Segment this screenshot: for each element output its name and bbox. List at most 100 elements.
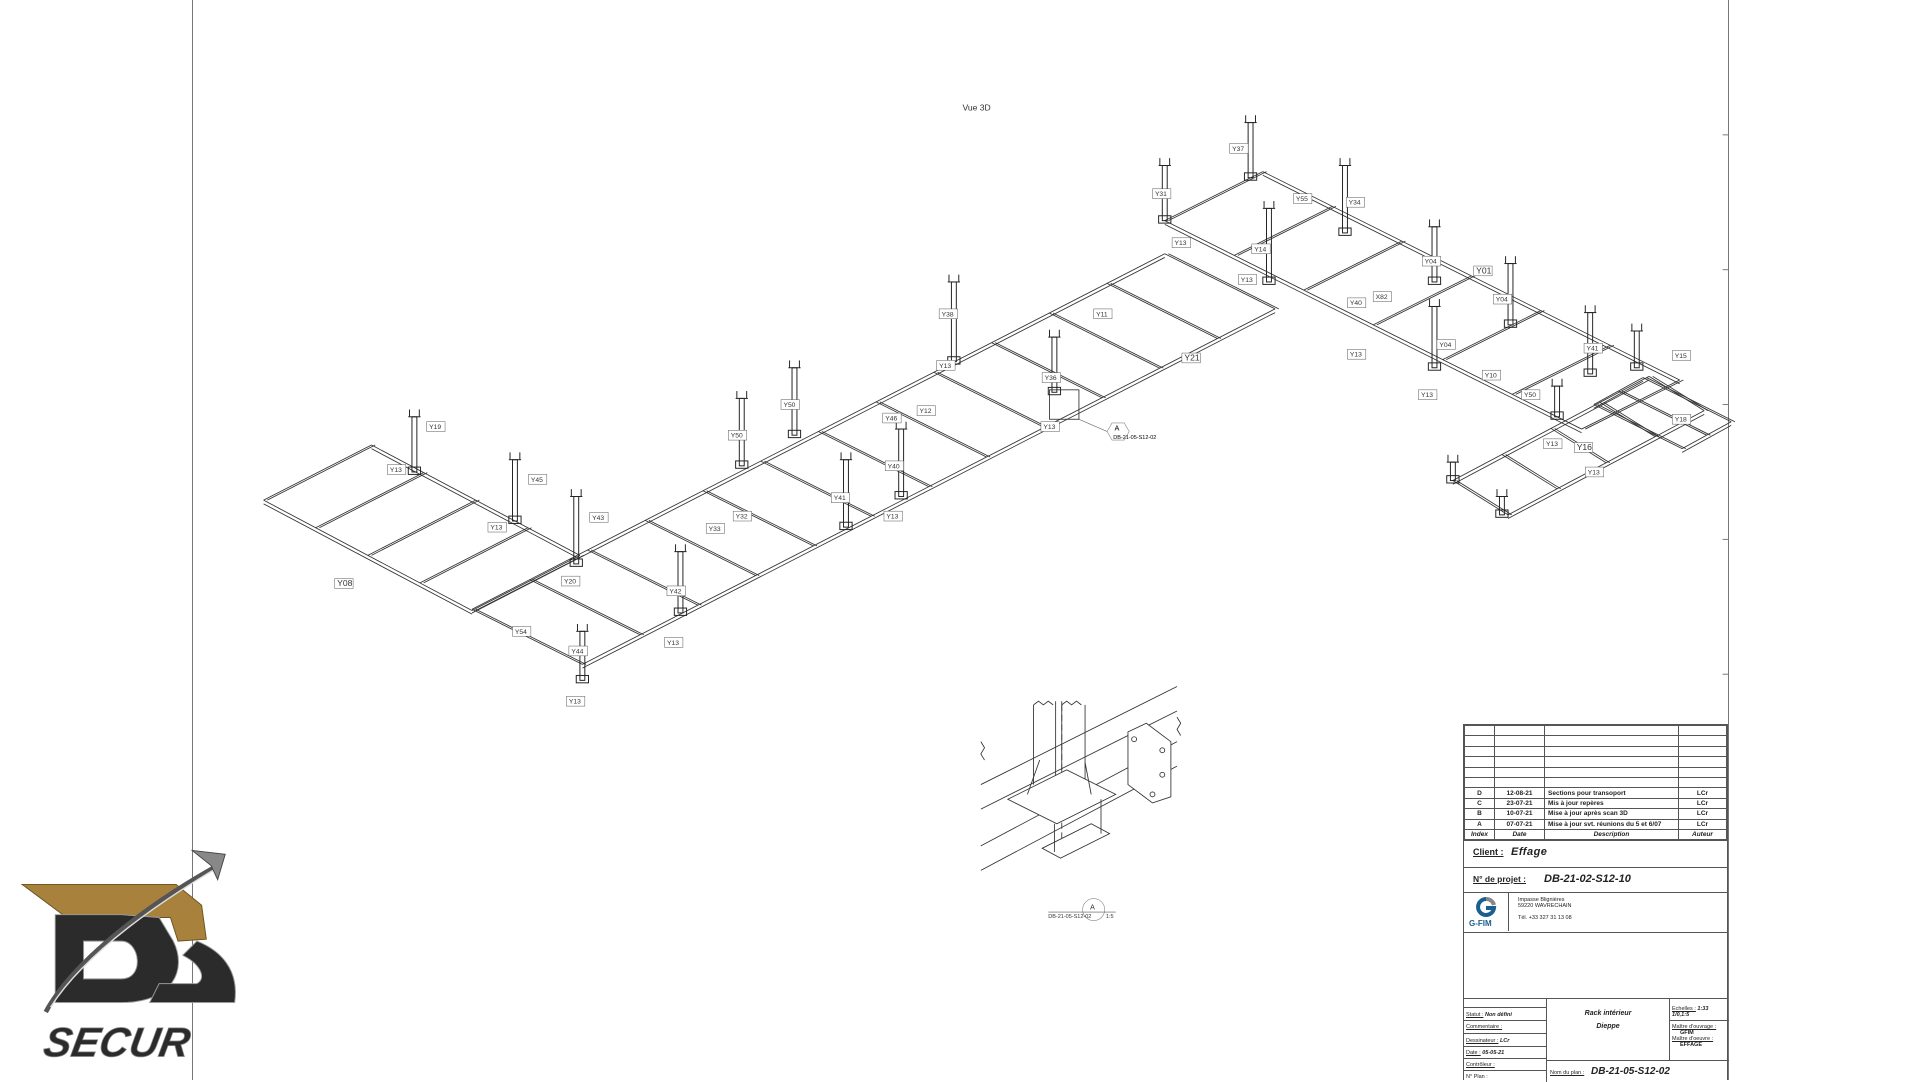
part-label-text: Y44 — [571, 648, 583, 655]
sheet-border-right — [1728, 0, 1729, 1080]
part-label: Y55 — [1293, 193, 1313, 204]
cross-beam — [818, 431, 929, 488]
part-label: Y36 — [1041, 372, 1061, 383]
cross-beam — [760, 460, 872, 517]
part-label: Y12 — [916, 405, 936, 416]
cross-beam — [1646, 377, 1736, 423]
part-label: Y13 — [1347, 349, 1367, 360]
part-label: Y13 — [1585, 466, 1604, 478]
cross-beam — [1505, 454, 1561, 490]
part-label-text: Y01 — [1476, 265, 1491, 275]
rail-beam — [1262, 174, 1680, 385]
plan-name-label: Nom du plan : — [1550, 1070, 1585, 1076]
cross-beam — [1452, 480, 1509, 516]
cross-beam — [263, 444, 372, 501]
support-post — [1338, 158, 1352, 236]
rack-frame — [263, 171, 1736, 669]
cross-beam — [764, 460, 875, 517]
part-label-text: Y33 — [709, 526, 721, 533]
part-label: X82 — [1372, 291, 1392, 302]
cross-beam — [1376, 275, 1476, 326]
part-label: Y08 — [334, 578, 354, 589]
part-label-text: Y08 — [337, 578, 352, 588]
rev-index: D — [1464, 787, 1495, 799]
blank-area — [1464, 932, 1727, 998]
cross-beam — [1648, 375, 1705, 412]
title-line1: Rack intérieur — [1584, 1010, 1632, 1017]
support-post — [947, 274, 961, 365]
part-label: Y32 — [732, 510, 752, 522]
rail-beam — [1507, 410, 1705, 516]
rev-author: LCr — [1678, 787, 1727, 799]
support-post — [1047, 329, 1062, 396]
part-label: Y31 — [1152, 188, 1172, 199]
info-left-column: Statut : Non défini Commentaire : Dessin… — [1464, 999, 1547, 1082]
client-value: Effage — [1511, 846, 1548, 858]
company-row: G-FIM Impasse Blignières 59220 WAVRECHAI… — [1464, 892, 1727, 932]
owner-label: Maître d'ouvrage : — [1672, 1024, 1717, 1030]
rail-beam — [1681, 421, 1732, 450]
view-title: Vue 3D — [962, 102, 990, 112]
cross-beam — [419, 527, 529, 584]
part-label-text: Y13 — [1043, 424, 1055, 431]
part-label-text: Y31 — [1155, 191, 1167, 198]
contractor-value: EFFAGE — [1680, 1042, 1703, 1048]
part-label: Y44 — [568, 645, 588, 657]
part-label: Y42 — [666, 585, 686, 597]
cross-beam — [1168, 253, 1279, 310]
part-label-text: Y13 — [490, 525, 502, 532]
part-label-text: Y04 — [1425, 259, 1437, 266]
part-label: Y40 — [884, 460, 904, 471]
rev-description: Mis à jour repères — [1544, 797, 1679, 810]
detail-callout[interactable]: A DB-21-05-S12-02 — [1049, 389, 1157, 441]
support-post — [407, 409, 422, 475]
cross-beam — [875, 401, 987, 458]
date-label: Date : — [1466, 1050, 1481, 1056]
contractor-label: Maître d'oeuvre : — [1672, 1036, 1714, 1042]
cross-beam — [423, 527, 532, 584]
part-label: Y15 — [1672, 350, 1691, 361]
part-label-text: Y13 — [1241, 277, 1253, 284]
part-label: Y13 — [936, 360, 956, 371]
rail-beam — [371, 448, 581, 560]
part-label-text: Y32 — [736, 514, 748, 521]
rev-date: 10-07-21 — [1494, 808, 1545, 820]
part-label-text: Y55 — [1296, 196, 1308, 203]
rev-index: B — [1464, 808, 1495, 820]
drawing-title: Rack intérieur Dieppe — [1547, 999, 1670, 1060]
rail-beam — [582, 312, 1276, 669]
cross-beam — [1168, 171, 1267, 222]
cross-beam — [1652, 375, 1709, 412]
cross-beam — [937, 371, 1049, 428]
part-label-text: Y21 — [1184, 352, 1199, 362]
cross-beam — [1106, 282, 1218, 339]
cross-beam — [1442, 310, 1541, 360]
cross-beam — [1164, 171, 1264, 222]
support-post — [508, 452, 522, 524]
support-post — [1550, 378, 1564, 420]
ladder-section — [1452, 375, 1709, 519]
part-label-text: Y43 — [592, 515, 604, 522]
ladder-section — [1593, 377, 1736, 453]
part-label: Y34 — [1345, 197, 1365, 208]
cross-beam — [1621, 390, 1711, 436]
support-post — [735, 391, 749, 469]
part-label-text: Y20 — [564, 579, 576, 586]
part-label-text: Y04 — [1496, 297, 1508, 304]
part-label: Y50 — [728, 430, 747, 441]
part-label: Y18 — [1672, 414, 1691, 425]
part-label-text: Y40 — [1350, 300, 1362, 307]
part-label-text: Y13 — [1421, 392, 1433, 399]
support-post — [673, 544, 688, 616]
part-label: Y41 — [1583, 343, 1603, 354]
rev-author: LCr — [1678, 818, 1727, 830]
project-row: N° de projet : DB-21-02-S12-10 — [1464, 867, 1727, 892]
info-section: Statut : Non défini Commentaire : Dessin… — [1464, 998, 1729, 1082]
header-date: Date — [1494, 828, 1545, 841]
cross-beam — [1049, 312, 1160, 369]
part-label: Y13 — [1418, 389, 1438, 400]
part-label: Y13 — [883, 510, 903, 522]
